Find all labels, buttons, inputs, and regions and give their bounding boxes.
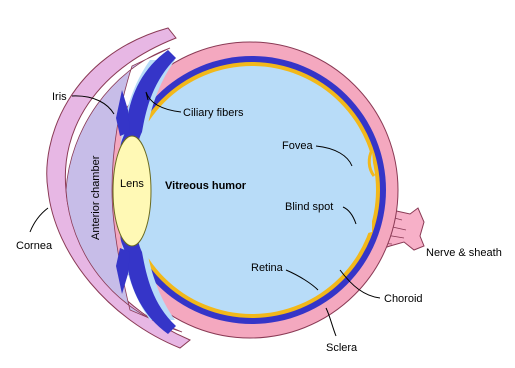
label-sclera: Sclera — [326, 342, 358, 354]
label-cornea: Cornea — [16, 240, 53, 252]
label-nerve-sheath: Nerve & sheath — [426, 247, 502, 259]
lens-shape — [113, 136, 151, 246]
label-iris: Iris — [52, 91, 67, 103]
label-ciliary-fibers: Ciliary fibers — [183, 107, 244, 119]
label-retina: Retina — [251, 262, 284, 274]
label-choroid: Choroid — [384, 293, 423, 305]
label-anterior-chamber: Anterior chamber — [90, 155, 102, 240]
label-blind-spot: Blind spot — [285, 201, 333, 213]
label-vitreous-humor: Vitreous humor — [165, 180, 247, 192]
label-lens: Lens — [120, 178, 144, 190]
label-fovea: Fovea — [282, 140, 313, 152]
leader-cornea — [30, 208, 48, 232]
